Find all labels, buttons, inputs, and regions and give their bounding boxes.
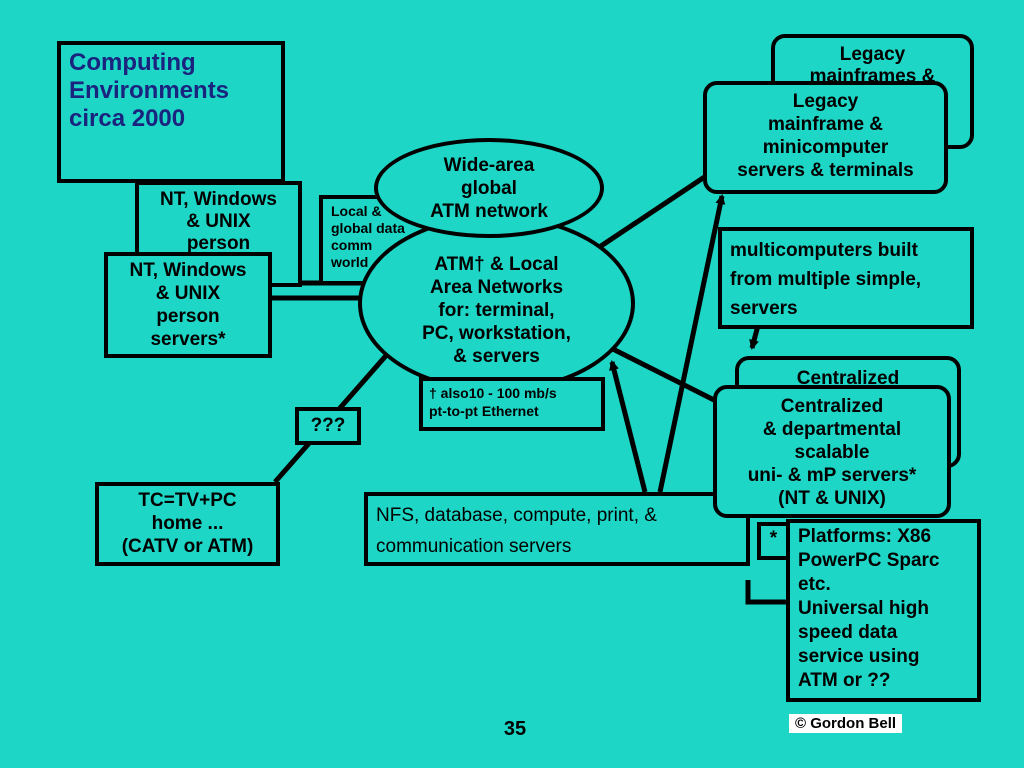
nfs-servers-box: NFS, database, compute, print, & communi… — [364, 492, 750, 566]
bracket-platforms — [745, 580, 790, 605]
asterisk-text: * — [769, 528, 778, 549]
tc-home-text: TC=TV+PC home ... (CATV or ATM) — [121, 490, 254, 557]
lan-text: ATM† & Local Area Networks for: terminal… — [422, 254, 571, 367]
nt-back-text: NT, Windows & UNIX person — [160, 189, 277, 254]
legacy-servers-text: Legacy mainframe & minicomputer servers … — [737, 91, 914, 181]
page-number: 35 — [503, 718, 527, 740]
nfs-servers-text: NFS, database, compute, print, & communi… — [376, 505, 657, 557]
centralized-servers-text: Centralized & departmental scalable uni-… — [747, 396, 917, 509]
arrow-lan-to-legacy — [593, 169, 714, 253]
tc-home-box: TC=TV+PC home ... (CATV or ATM) — [95, 482, 280, 566]
nt-servers-box: NT, Windows & UNIX person servers* — [104, 252, 272, 358]
arrow-nfs-to-lan — [609, 360, 648, 493]
title-box: Computing Environments circa 2000 — [57, 41, 285, 183]
multicomputers-box: multicomputers built from multiple simpl… — [718, 227, 974, 329]
platforms-box: Platforms: X86 PowerPC Sparc etc. Univer… — [786, 519, 981, 702]
nt-servers-text: NT, Windows & UNIX person servers* — [129, 260, 247, 350]
platforms-text: Platforms: X86 PowerPC Sparc etc. Univer… — [798, 526, 940, 691]
unknown-box: ??? — [295, 407, 361, 445]
line-lan-to-central — [593, 337, 722, 406]
legacy-servers-box: Legacy mainframe & minicomputer servers … — [703, 81, 948, 194]
wan-text: Wide-area global ATM network — [430, 154, 548, 222]
ethernet-note-box: † also10 - 100 mb/s pt-to-pt Ethernet — [419, 377, 605, 431]
multicomputers-text: multicomputers built from multiple simpl… — [730, 240, 922, 319]
arrow-nfs-to-legacy — [657, 194, 726, 493]
local-global-text: Local & global data comm world — [331, 203, 405, 270]
copyright-label: © Gordon Bell — [789, 714, 903, 733]
page-title: Computing Environments circa 2000 — [69, 49, 230, 132]
unknown-text: ??? — [310, 415, 346, 436]
ethernet-note-text: † also10 - 100 mb/s pt-to-pt Ethernet — [429, 385, 557, 419]
wan-ellipse: Wide-area global ATM network — [374, 138, 604, 238]
lan-ellipse: ATM† & Local Area Networks for: terminal… — [358, 215, 635, 392]
centralized-servers-box: Centralized & departmental scalable uni-… — [713, 385, 951, 518]
